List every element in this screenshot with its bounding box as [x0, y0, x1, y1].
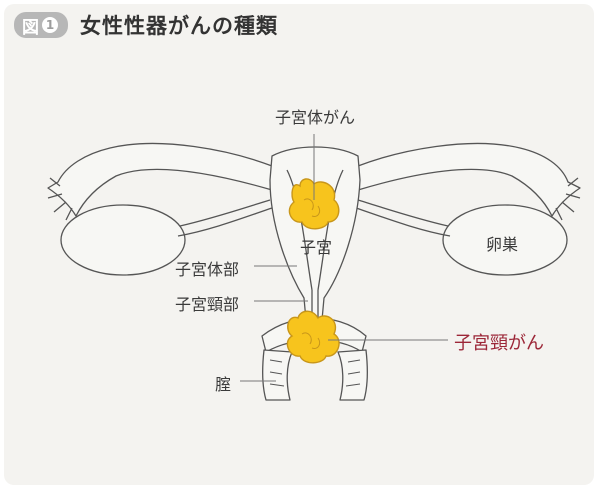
- left-fallopian-tube: [48, 143, 272, 216]
- cervical-cancer-label: 子宮頸がん: [454, 329, 544, 355]
- cervix-label: 子宮頸部: [175, 291, 239, 315]
- left-ovarian-ligament: [178, 200, 272, 236]
- uterus-label: 子宮: [300, 234, 332, 258]
- cervical-tumor: [287, 311, 339, 363]
- right-fallopian-tube: [358, 143, 580, 216]
- right-ovarian-ligament: [356, 200, 450, 236]
- uterine-body-label: 子宮体部: [175, 256, 239, 280]
- ovary-label: 卵巣: [486, 231, 518, 255]
- left-ovary: [61, 205, 185, 275]
- vagina-label: 腟: [215, 371, 231, 395]
- uterine-body-cancer-label: 子宮体がん: [275, 104, 355, 128]
